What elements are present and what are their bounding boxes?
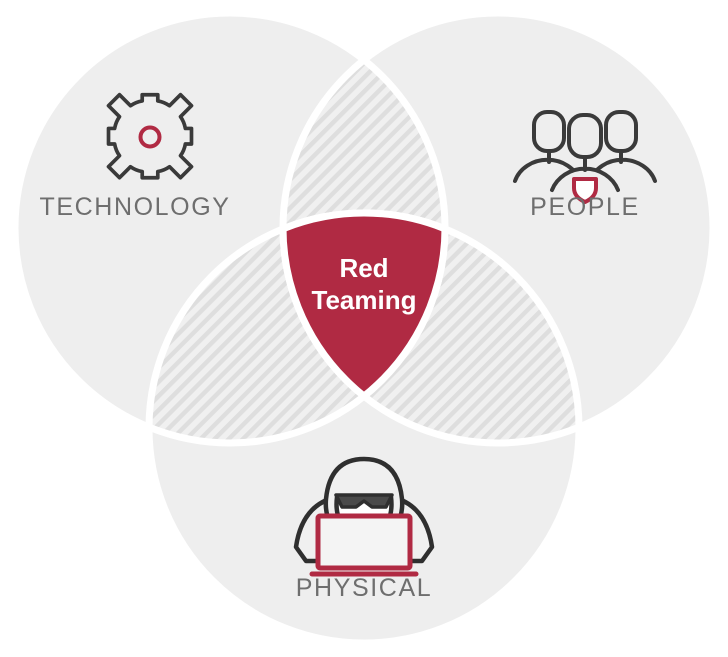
center-label-line-2: Teaming	[312, 285, 417, 315]
gear-center-icon	[138, 125, 162, 149]
person-body-center-icon	[550, 157, 620, 192]
label-physical: PHYSICAL	[296, 574, 432, 602]
hacker-visor-icon	[334, 493, 394, 509]
person-head-center-icon	[567, 113, 603, 159]
laptop-screen-icon	[315, 513, 413, 571]
gear-icon	[106, 92, 194, 180]
set-physical: PHYSICAL	[293, 456, 435, 602]
hooded-hacker-laptop-icon	[293, 456, 435, 577]
center-text-group: Red Teaming	[312, 253, 417, 315]
center-label-line-1: Red	[339, 253, 388, 283]
label-people: PEOPLE	[530, 193, 640, 221]
people-group-icon	[513, 110, 657, 204]
label-technology: TECHNOLOGY	[39, 193, 230, 221]
set-technology: TECHNOLOGY	[39, 92, 230, 221]
set-people: PEOPLE	[513, 110, 657, 221]
shield-badge-icon	[572, 177, 598, 204]
